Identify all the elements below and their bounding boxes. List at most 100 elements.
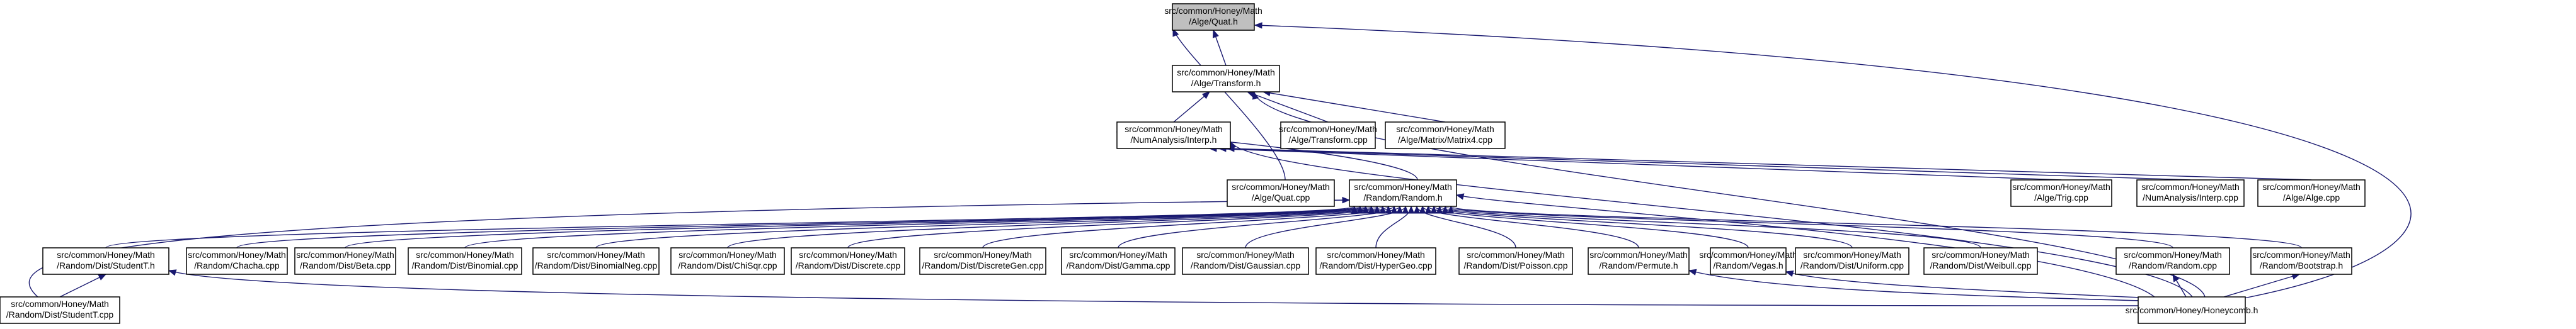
edge-line [105,206,1355,248]
node-label-line: src/common/Honey/Math [1699,250,1797,260]
node-label-line: /NumAnalysis/Interp.cpp [2143,192,2238,203]
node-permute-h[interactable]: src/common/Honey/Math/Random/Permute.h [1588,247,1690,275]
edge-line [345,206,1366,248]
node-label-line: src/common/Honey/Math [934,250,1032,260]
node-label-line: /Alge/Trig.cpp [2034,192,2088,203]
node-label-line: src/common/Honey/Math [678,250,777,260]
node-discrete-cpp[interactable]: src/common/Honey/Math/Random/Dist/Discre… [791,247,905,275]
edge-line [1688,270,2143,301]
edge-line [1254,25,2412,299]
edge-line [847,206,1389,248]
edge-arrowhead [1252,91,1259,100]
edge-matrix4-cpp-to-transform-h [1262,89,1446,123]
node-transform-cpp[interactable]: src/common/Honey/Math/Alge/Transform.cpp [1279,121,1377,149]
node-box [1280,121,1376,149]
node-transform-h[interactable]: src/common/Honey/Math/Alge/Transform.h [1172,65,1280,92]
edge-studentt-cpp-to-studentt-h [59,274,107,298]
node-box [2138,296,2246,324]
edge-line [1118,206,1400,248]
node-box [1458,247,1573,275]
node-hypergeo-cpp[interactable]: src/common/Honey/Math/Random/Dist/HyperG… [1315,247,1436,275]
edge-line [1439,206,1981,248]
edge-honeycomb-h-to-vegas-h [1785,270,2155,299]
node-uniform-cpp[interactable]: src/common/Honey/Math/Random/Dist/Unifor… [1795,247,1909,275]
node-label-line: /Alge/Transform.cpp [1288,135,1368,145]
node-box [1588,247,1690,275]
node-box [294,247,396,275]
node-box [1710,247,1787,275]
node-label-line: /Random/Random.h [1363,192,1442,203]
node-vegas-h[interactable]: src/common/Honey/Math/Random/Vegas.h [1699,247,1797,275]
node-label-line: /Random/Dist/Discrete.cpp [796,260,901,270]
edge-bootstrap-h-to-random-h [1447,205,2302,248]
node-label-line: src/common/Honey/Math [547,250,645,260]
node-beta-cpp[interactable]: src/common/Honey/Math/Random/Dist/Beta.c… [294,247,396,275]
edge-line [1262,91,1446,123]
node-matrix4-cpp[interactable]: src/common/Honey/Math/Alge/Matrix/Matrix… [1385,121,1506,149]
node-gaussian-cpp[interactable]: src/common/Honey/Math/Random/Dist/Gaussi… [1182,247,1309,275]
edge-line [1785,271,2155,299]
node-studentt-h[interactable]: src/common/Honey/Math/Random/Dist/Studen… [42,247,169,275]
node-label-line: /Random/Random.cpp [2129,260,2217,270]
node-label-line: /Random/Dist/StudentT.cpp [6,309,114,320]
node-interp-cpp[interactable]: src/common/Honey/Math/NumAnalysis/Interp… [2136,179,2245,207]
node-quat-cpp[interactable]: src/common/Honey/Math/Alge/Quat.cpp [1227,179,1335,207]
node-binomial-cpp[interactable]: src/common/Honey/Math/Random/Dist/Binomi… [408,247,522,275]
node-box [1116,121,1231,149]
node-label-line: src/common/Honey/Math [188,250,286,260]
node-box [2136,179,2245,207]
node-binomialneg-cpp[interactable]: src/common/Honey/Math/Random/Dist/Binomi… [532,247,660,275]
node-label-line: src/common/Honey/Math [1164,6,1262,16]
node-trig-cpp[interactable]: src/common/Honey/Math/Alge/Trig.cpp [2010,179,2112,207]
edge-arrowhead [1172,28,1179,37]
node-label-line: src/common/Honey/Math [799,250,897,260]
edge-random-cpp-to-random-h [1441,205,2173,248]
edge-studentt-cpp-to-random-h [28,196,1351,298]
node-quat-h[interactable]: src/common/Honey/Math/Alge/Quat.h [1164,3,1262,31]
edge-honeycomb-h-to-permute-h [1688,269,2143,301]
node-label-line: src/common/Honey/Math [1396,124,1494,134]
edge-arrowhead [2172,273,2180,282]
edge-arrowhead [1254,22,1262,29]
node-box [670,247,785,275]
edge-line [1218,148,2191,181]
node-label-line: src/common/Honey/Math [2012,182,2110,192]
edge-arrowhead [1419,205,1426,214]
edge-quat-cpp-to-quat-h [1172,28,1286,181]
edge-line [1450,206,2302,248]
node-studentt-cpp[interactable]: src/common/Honey/Math/Random/Dist/Studen… [0,296,120,324]
node-label-line: src/common/Honey/Math [1125,124,1223,134]
node-alge-cpp[interactable]: src/common/Honey/Math/Alge/Alge.cpp [2257,179,2366,207]
edge-arrowhead [168,269,177,276]
node-chisqr-cpp[interactable]: src/common/Honey/Math/Random/Dist/ChiSqr… [670,247,785,275]
node-label-line: /Random/Permute.h [1599,260,1678,270]
node-bootstrap-h[interactable]: src/common/Honey/Math/Random/Bootstrap.h [2250,247,2352,275]
node-interp-h[interactable]: src/common/Honey/Math/NumAnalysis/Interp… [1116,121,1231,149]
edge-arrowhead [1424,205,1432,214]
node-box [2010,179,2112,207]
edge-arrowhead [1402,205,1409,214]
node-weibull-cpp[interactable]: src/common/Honey/Math/Random/Dist/Weibul… [1923,247,2038,275]
node-label-line: /Random/Dist/Beta.cpp [300,260,391,270]
node-label-line: src/common/Honey/Math [1327,250,1425,260]
node-label-line: /Random/Dist/DiscreteGen.cpp [922,260,1044,270]
node-label-line: /Random/Chacha.cpp [194,260,280,270]
node-gamma-cpp[interactable]: src/common/Honey/Math/Random/Dist/Gamma.… [1061,247,1176,275]
node-chacha-cpp[interactable]: src/common/Honey/Math/Random/Chacha.cpp [186,247,288,275]
edge-honeycomb-h-to-bootstrap-h [2223,273,2301,298]
edge-arrowhead [1407,205,1415,214]
node-label-line: /Alge/Matrix/Matrix4.cpp [1398,135,1492,145]
node-box [1795,247,1909,275]
node-random-cpp[interactable]: src/common/Honey/Math/Random/Random.cpp [2115,247,2230,275]
node-poisson-cpp[interactable]: src/common/Honey/Math/Random/Dist/Poisso… [1458,247,1573,275]
node-label-line: /Random/Dist/Poisson.cpp [1464,260,1568,270]
node-honeycomb-h[interactable]: src/common/Honey/Honeycomb.h [2126,296,2258,324]
edge-honeycomb-h-to-quat-h [1254,22,2412,299]
node-box [1172,65,1280,92]
node-random-h[interactable]: src/common/Honey/Math/Random/Random.h [1349,179,1457,207]
node-label-line: src/common/Honey/Math [1177,67,1275,77]
edge-honeycomb-h-to-random-cpp [2172,273,2187,298]
node-discretegen-cpp[interactable]: src/common/Honey/Math/Random/Dist/Discre… [919,247,1046,275]
edge-interp-h-to-transform-h [1173,91,1211,123]
edge-weibull-cpp-to-random-h [1436,205,1981,248]
